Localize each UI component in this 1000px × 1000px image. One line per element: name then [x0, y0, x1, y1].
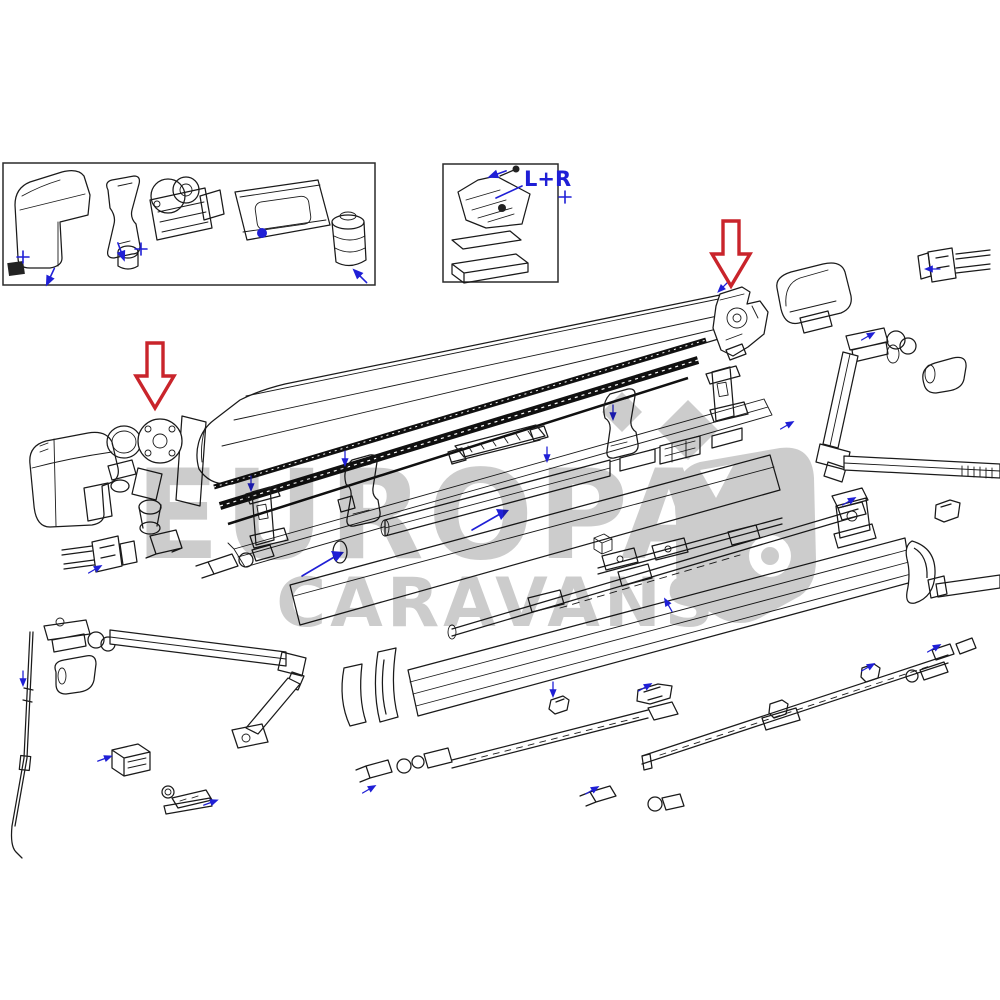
- mounting-bracket-part: [245, 485, 289, 549]
- red-arrow-down-icon: [710, 219, 752, 288]
- rail-bracket: [636, 683, 673, 705]
- mounting-plate-part: [161, 785, 213, 815]
- rail-end-cap-right-part: [905, 540, 936, 604]
- strap-clip-part: [337, 454, 381, 527]
- gear-drive-part: [131, 415, 207, 559]
- watermark-line1: EUROPA: [135, 444, 721, 588]
- crank-rod: [10, 631, 34, 859]
- end-channel-parts: [931, 637, 977, 661]
- watermark-line2: CARAVANS: [276, 564, 717, 643]
- cable-connector-right: [917, 247, 991, 283]
- end-cap-left: [29, 431, 119, 528]
- spring-arm-right: [815, 327, 1000, 483]
- arm-shoulder-cover-part: [54, 655, 97, 695]
- spring-arm-left: [43, 617, 307, 749]
- blue-arrow-icon: [348, 264, 371, 287]
- tube-adapter-part: [619, 448, 656, 472]
- blue-dot-marker: [257, 228, 267, 238]
- caravan-logo: [602, 392, 816, 623]
- cable-connector-left: [61, 535, 138, 573]
- case-end-bracket-right: [712, 286, 769, 361]
- cube-spacer-part: [593, 533, 613, 555]
- rail-end-channel-part: [374, 647, 399, 723]
- tension-rafter-left: [355, 701, 679, 783]
- lr-bracket-part: [457, 165, 531, 229]
- center-support-bracket-part: [447, 424, 549, 465]
- inset-box-a: [2, 162, 376, 290]
- motor-assembly-part: [149, 176, 225, 241]
- rail-clip: [768, 699, 789, 719]
- assembly-markers: [18, 264, 944, 810]
- end-cap-right: [776, 262, 852, 334]
- inset-box-b: L+R: [442, 163, 572, 284]
- mounting-block-part: [111, 743, 151, 777]
- rail-clip: [548, 695, 570, 715]
- end-cap-cover-part: [7, 170, 91, 277]
- blue-plus-icon: [558, 190, 572, 204]
- spacer-block-part: [451, 230, 529, 284]
- adapter-cylinder-part: [331, 211, 367, 267]
- rafter-fork-part: [579, 785, 617, 807]
- red-arrow-down-icon: [134, 341, 176, 410]
- rafter-end-fitting-part: [195, 544, 275, 579]
- lr-label: L+R: [524, 167, 571, 191]
- rolled-fabric-band: [213, 337, 707, 526]
- tension-rafter-right: [641, 654, 949, 771]
- arm-segment-part: [927, 574, 1000, 599]
- rail-clip: [934, 499, 961, 523]
- tube-end-cap-part: [711, 427, 743, 449]
- rafter-knuckle-part: [647, 793, 685, 812]
- control-box-part: [234, 179, 331, 241]
- watermark: EUROPA CARAVANS: [135, 392, 816, 643]
- arm-bracket-part: [831, 487, 877, 549]
- fastener-part: [7, 260, 25, 277]
- blue-arrow-icon: [112, 240, 130, 265]
- clamp-bracket-part: [106, 175, 141, 270]
- mounting-bracket-part: [705, 365, 749, 423]
- rail-end-cap-part: [341, 663, 367, 727]
- arm-shoulder-cover-part: [922, 356, 967, 394]
